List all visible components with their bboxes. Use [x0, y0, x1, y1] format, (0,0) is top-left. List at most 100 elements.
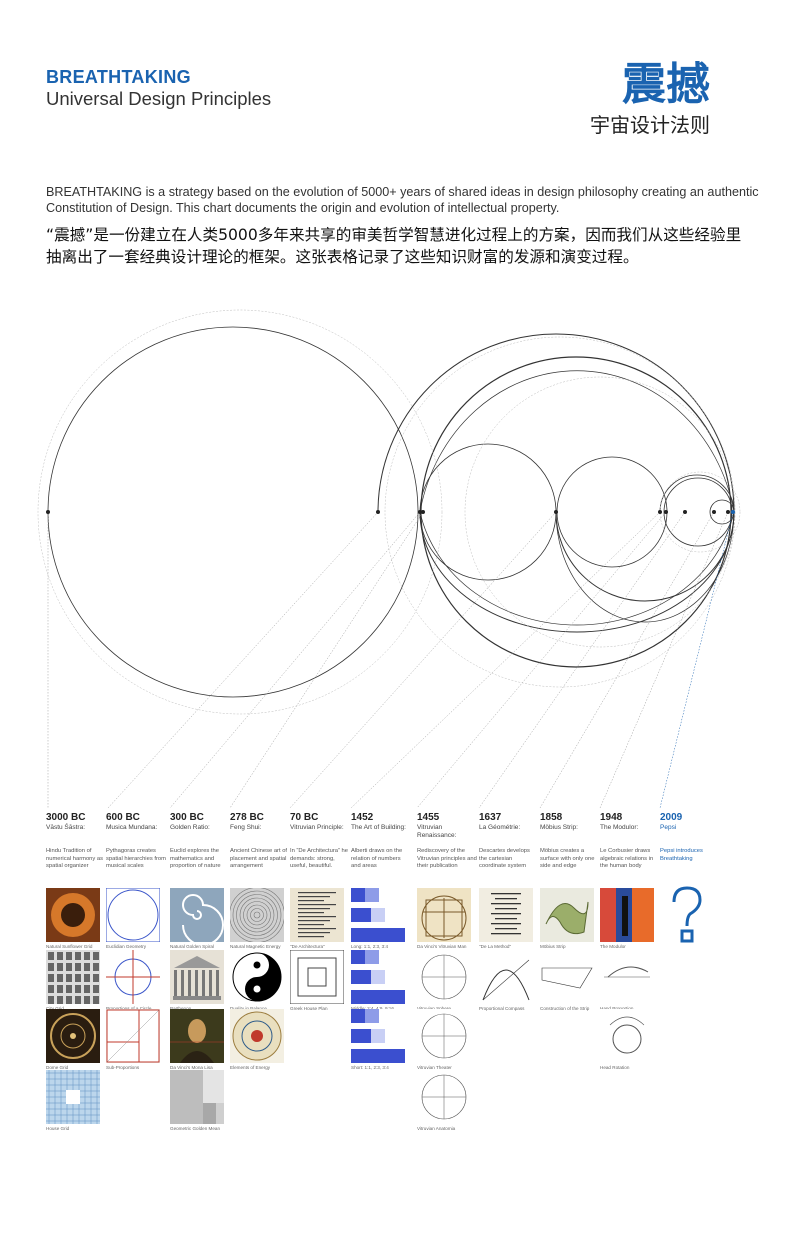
thumbnail-caption: Hand Proportion: [600, 1006, 633, 1011]
thumbnail-caption: Natural Golden Spiral: [170, 944, 214, 949]
thumbnail-image: [230, 950, 284, 1004]
thumbnail-caption: Möbius Strip: [540, 944, 566, 949]
timeline-name: Golden Ratio:: [170, 824, 210, 831]
timeline-year: 1948: [600, 812, 623, 823]
thumbnail-caption: Natural Sunflower Grid: [46, 944, 93, 949]
thumbnail-image: [479, 888, 533, 942]
thumbnail-image: [170, 888, 224, 942]
thumbnail-caption: Duality in Balance: [230, 1006, 267, 1011]
thumbnail-image: [170, 950, 224, 1004]
thumbnail-caption: Euclidian Geometry: [106, 944, 147, 949]
thumbnail-image: [417, 950, 471, 1004]
arc-lower-3: [555, 511, 735, 602]
thumbnail-image: [540, 950, 594, 1004]
circle-golden: [419, 443, 557, 581]
main-circles: [47, 326, 735, 698]
thumbnail-image: [600, 950, 654, 1004]
arc-lower-4: [555, 511, 735, 623]
timeline-name: Vitruvian Principle:: [290, 824, 344, 831]
thumbnail-caption: Sub-Proportions: [106, 1065, 140, 1070]
timeline-name: Vitruvian Renaissance:: [417, 824, 457, 839]
circle-vastu: [47, 326, 419, 698]
question-mark-icon: [660, 884, 714, 944]
timeline-name: La Géométrie:: [479, 824, 521, 831]
title-block-en: BREATHTAKING Universal Design Principles: [46, 66, 271, 110]
timeline-name: Feng Shui:: [230, 824, 262, 831]
timeline-description: In “De Architectura” he demands: strong,…: [290, 848, 348, 869]
thumbnail-image: [46, 888, 100, 942]
thumbnail-caption: The Modulor: [600, 944, 626, 949]
timeline-year: 1455: [417, 812, 440, 823]
arc-upper-2: [419, 370, 735, 513]
thumbnail-caption: Da Vinci's Mona Lisa: [170, 1065, 213, 1070]
thumbnail-caption: Natural Magnetic Energy: [230, 944, 281, 949]
thumbnail-image: [417, 1009, 471, 1063]
thumbnail-caption: Vitruvian Anatomia: [417, 1126, 456, 1131]
page-title-cn: 震撼: [622, 59, 710, 110]
thumbnail-caption: "De Architectura": [290, 944, 325, 949]
intro-chinese: “震撼”是一份建立在人类5000多年来共享的审美哲学智慧进化过程上的方案，因而我…: [46, 226, 742, 266]
thumbnail-caption: Vitruvian Sphere: [417, 1006, 451, 1011]
thumbnail-image: [351, 950, 405, 1004]
thumbnail-caption: Greek House Plan: [290, 1006, 328, 1011]
arc-lower-1: [419, 511, 735, 633]
thumbnail-caption: "De La Method": [479, 944, 512, 949]
thumbnail-caption: Proportional Compass: [479, 1006, 525, 1011]
circle-evolution-diagram: [37, 309, 741, 809]
thumbnail-image: [417, 1070, 471, 1124]
thumbnail-image: [351, 1009, 405, 1063]
arc-upper-1: [377, 333, 735, 513]
timeline-description: Rediscovery of the Vitruvian principles …: [417, 848, 477, 869]
timeline-year: 278 BC: [230, 812, 264, 823]
thumbnail-caption: Dome Grid: [46, 1065, 69, 1070]
timeline-year: 1858: [540, 812, 563, 823]
thumbnail-caption: Middle: 2:4, 4:9, 9:16: [351, 1006, 394, 1011]
timeline-name: Pepsi: [660, 824, 677, 831]
timeline-description: Pythagoras creates spatial hierarchies f…: [106, 848, 166, 869]
timeline-description: Le Corbusier draws algebraic relations i…: [600, 848, 654, 869]
thumbnail-image: [46, 1009, 100, 1063]
circle-modulor: [556, 456, 668, 568]
thumbnail-caption: Proportions of a Circle: [106, 1006, 151, 1011]
page-title: BREATHTAKING: [46, 67, 191, 87]
thumbnail-caption: Long: 1:1, 2:3, 3:4: [351, 944, 389, 949]
timeline-name: Musica Mundana:: [106, 824, 158, 831]
timeline-description: Hindu Tradition of numerical harmony as …: [46, 848, 104, 869]
connector-lines: [47, 511, 734, 809]
timeline-name: The Art of Building:: [351, 824, 406, 831]
timeline-name: Möbius Strip:: [540, 824, 578, 831]
thumbnail-caption: Vitruvian Theater: [417, 1065, 452, 1070]
thumbnail-image: [46, 950, 100, 1004]
page-subtitle: Universal Design Principles: [46, 88, 272, 109]
title-block-cn: 震撼 宇宙设计法则: [590, 60, 710, 138]
timeline-year: 70 BC: [290, 812, 319, 823]
thumbnail-image: [106, 888, 160, 942]
thumbnail-caption: City Grid: [46, 1006, 64, 1011]
timeline-year: 600 BC: [106, 812, 140, 823]
thumbnail-image: [540, 888, 594, 942]
timeline-description: Alberti draws on the relation of numbers…: [351, 848, 403, 869]
thumbnail-caption: Da Vinci's Vitruvian Man: [417, 944, 467, 949]
thumbnail-image: [417, 888, 471, 942]
thumbnail-image: [46, 1070, 100, 1124]
arc-lower-2: [419, 511, 735, 626]
thumbnail-image: [600, 888, 654, 942]
timeline-description: Möbius creates a surface with only one s…: [540, 848, 595, 869]
thumbnail-image: [290, 950, 344, 1004]
thumbnail-image: [170, 1070, 224, 1124]
thumbnail-image: [106, 950, 160, 1004]
thumbnail-image: [170, 1009, 224, 1063]
thumbnail-image: [230, 1009, 284, 1063]
circle-mobius: [663, 477, 733, 547]
thumbnail-image: [106, 1009, 160, 1063]
timeline-year: 1452: [351, 812, 374, 823]
